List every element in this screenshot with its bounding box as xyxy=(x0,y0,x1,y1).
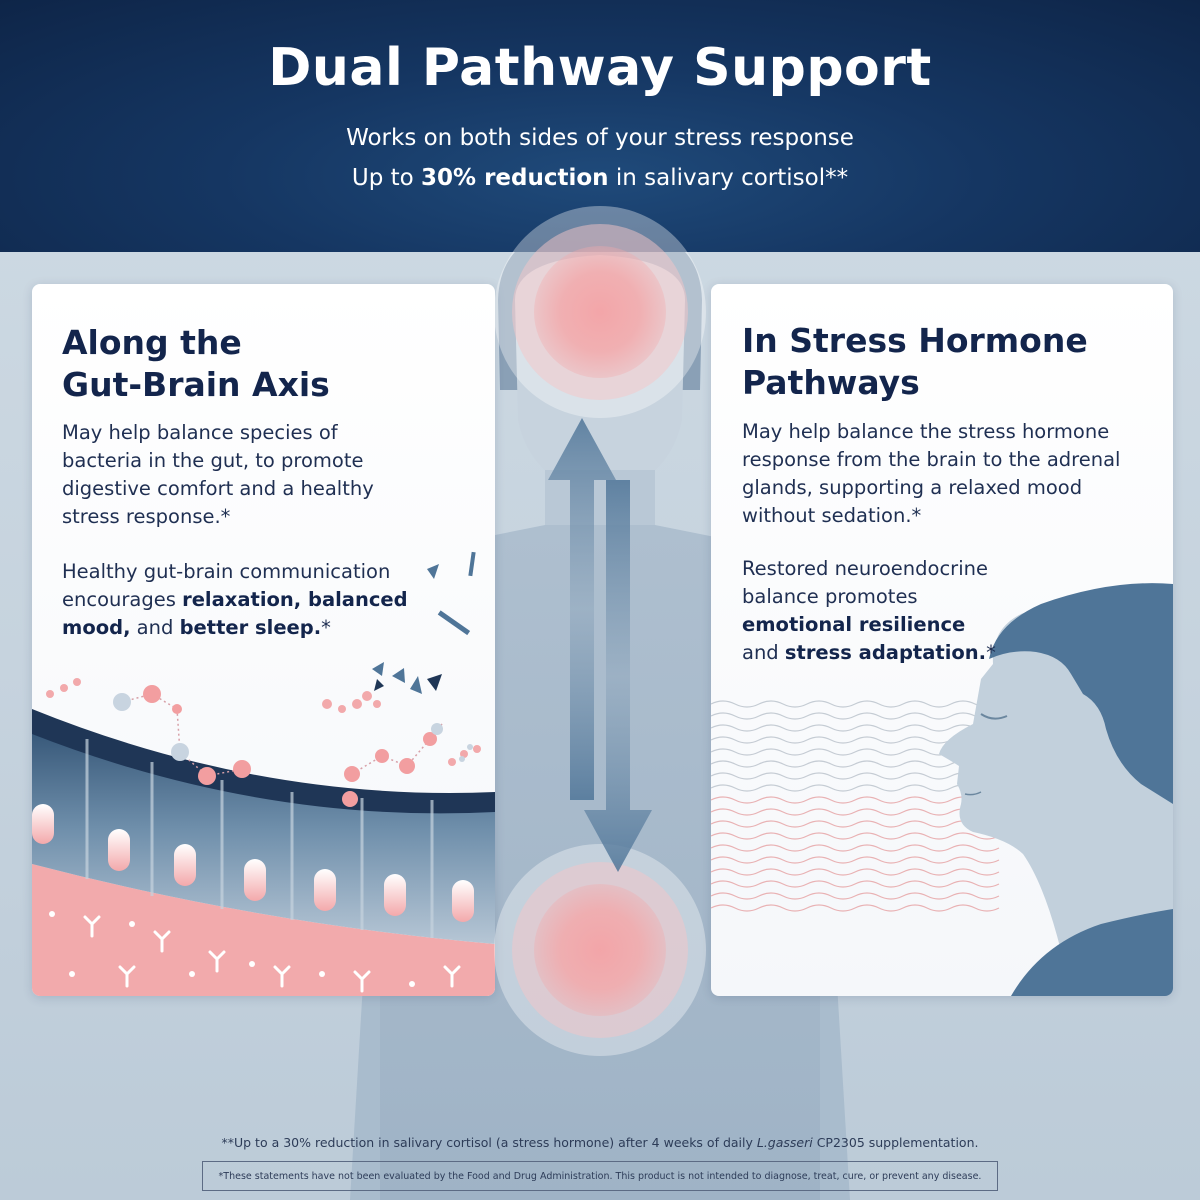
page-title: Dual Pathway Support xyxy=(268,38,932,98)
stress-hormone-heading-line-1: In Stress Hormone xyxy=(742,321,1088,360)
stress-hormone-p2-bold-1: emotional resilience xyxy=(742,613,966,636)
page-subtitle: Works on both sides of your stress respo… xyxy=(0,118,1200,198)
stress-hormone-p2-mid: and xyxy=(742,641,785,664)
footnote-strain: L.gasseri xyxy=(756,1135,813,1150)
gut-brain-p2-bold-2: better sleep. xyxy=(179,616,322,639)
gut-brain-heading-line-1: Along the xyxy=(62,323,242,362)
gut-brain-paragraph-1: May help balance species of bacteria in … xyxy=(62,421,374,528)
footnote-suffix: CP2305 supplementation. xyxy=(812,1135,979,1150)
footnote-prefix: **Up to a 30% reduction in salivary cort… xyxy=(221,1135,757,1150)
stress-hormone-p2-suffix: * xyxy=(986,641,996,664)
gut-brain-heading-line-2: Gut-Brain Axis xyxy=(62,365,330,404)
subtitle-line-2: Up to 30% reduction in salivary cortisol… xyxy=(0,158,1200,198)
stress-hormone-heading: In Stress Hormone Pathways xyxy=(742,320,1088,404)
gut-lining-illustration xyxy=(32,551,495,996)
stress-hormone-paragraph-2: Restored neuroendocrine balance promotes… xyxy=(742,555,1042,667)
stress-hormone-p2-bold-2: stress adaptation. xyxy=(784,641,987,664)
gut-brain-p2-prefix: Healthy gut-brain communication encourag… xyxy=(62,560,391,611)
header-banner: Dual Pathway Support Works on both sides… xyxy=(0,0,1200,252)
stress-hormone-card: In Stress Hormone Pathways May help bala… xyxy=(711,284,1173,996)
subtitle-highlight: 30% reduction xyxy=(421,165,609,191)
stress-hormone-heading-line-2: Pathways xyxy=(742,363,920,402)
stress-hormone-paragraph-1: May help balance the stress hormone resp… xyxy=(742,420,1121,527)
gut-brain-p2-mid: and xyxy=(130,616,180,639)
stress-hormone-p2-line-1: Restored neuroendocrine balance promotes xyxy=(742,557,988,608)
gut-brain-p2-suffix: * xyxy=(321,616,331,639)
subtitle-line-1: Works on both sides of your stress respo… xyxy=(346,125,854,151)
gut-brain-p2-bold-1: relaxation, balanced mood, xyxy=(62,588,408,639)
subtitle-suffix: in salivary cortisol** xyxy=(608,165,849,191)
cortisol-footnote: **Up to a 30% reduction in salivary cort… xyxy=(0,1135,1200,1150)
fda-disclaimer: *These statements have not been evaluate… xyxy=(202,1161,998,1191)
gut-brain-paragraph-2: Healthy gut-brain communication encourag… xyxy=(62,558,417,642)
subtitle-prefix: Up to xyxy=(351,165,422,191)
relaxed-face-illustration xyxy=(711,583,1173,996)
gut-brain-card: Along the Gut-Brain Axis May help balanc… xyxy=(32,284,495,996)
gut-brain-heading: Along the Gut-Brain Axis xyxy=(62,322,330,406)
